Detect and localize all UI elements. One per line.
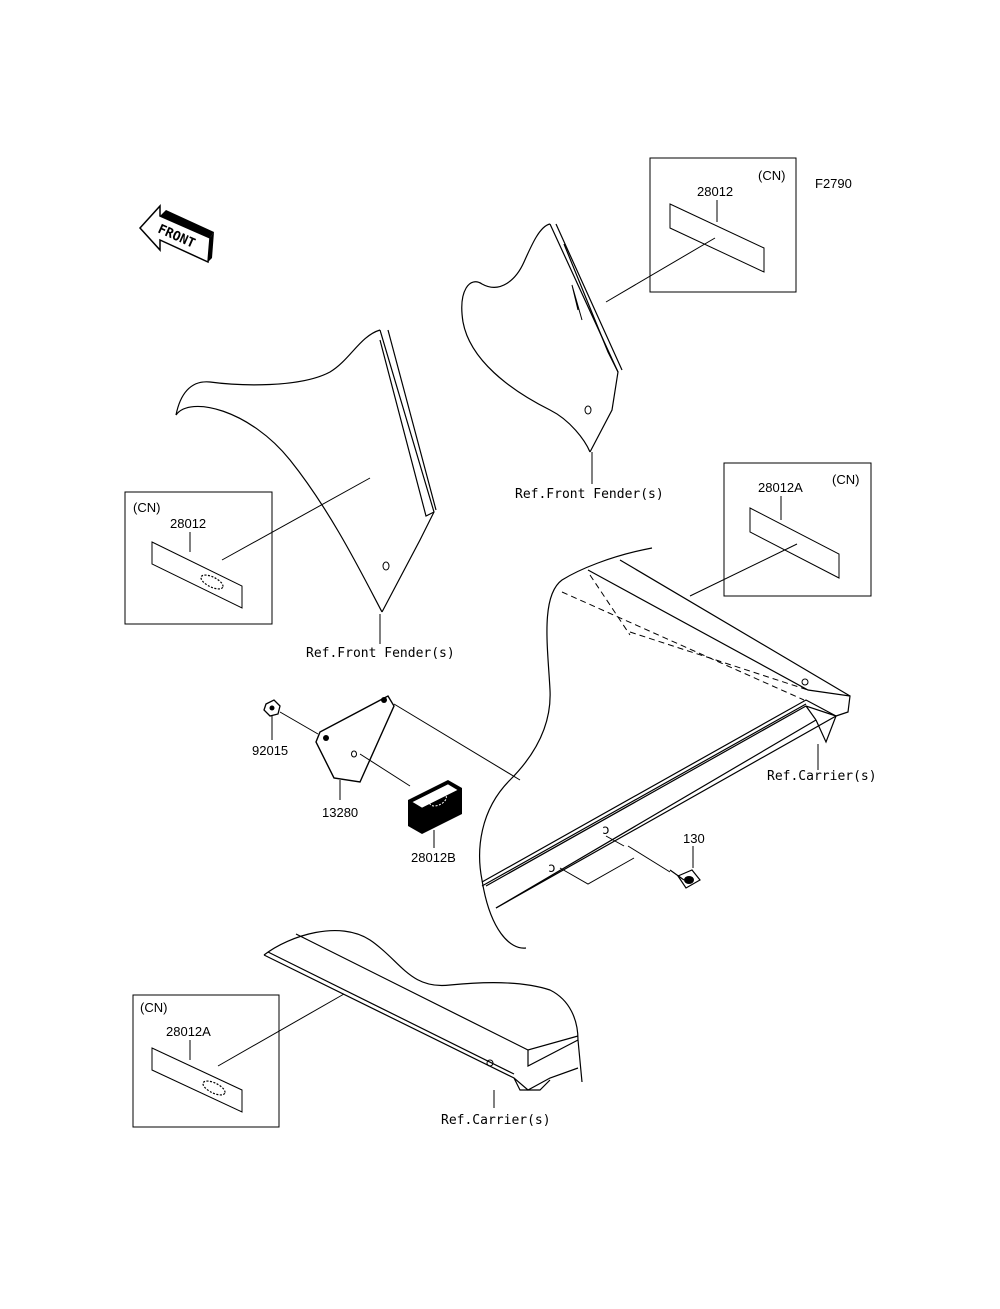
- bolt-130: 130: [669, 831, 705, 889]
- inset-right-part: 28012A: [758, 480, 803, 495]
- part-13280: 13280: [322, 805, 358, 820]
- inset-top-right: (CN) 28012: [605, 157, 797, 303]
- ref-carrier-bottom: Ref.Carrier(s): [441, 1113, 551, 1128]
- inset-left: (CN) 28012: [124, 491, 273, 625]
- front-fender-upper: Ref.Front Fender(s): [461, 223, 664, 502]
- part-130: 130: [683, 831, 705, 846]
- bracket-13280: [315, 695, 395, 783]
- inset-left-part: 28012: [170, 516, 206, 531]
- inset-top-right-part: 28012: [697, 184, 733, 199]
- inset-top-right-region: (CN): [758, 168, 785, 183]
- figure-code: F2790: [815, 176, 852, 191]
- ref-carrier-right: Ref.Carrier(s): [767, 769, 877, 784]
- decal-logo-icon: [200, 574, 224, 590]
- ref-front-fender-left: Ref.Front Fender(s): [306, 646, 455, 661]
- decal-28012A-bottom: [151, 1047, 243, 1113]
- part-28012B: 28012B: [411, 850, 456, 865]
- carrier-main: Ref.Carrier(s) ɔ ɔ: [479, 547, 877, 949]
- inset-bottom-left-region: (CN): [140, 1000, 167, 1015]
- plate-28012B: [408, 780, 462, 848]
- front-fender-left: Ref.Front Fender(s): [175, 329, 455, 661]
- svg-text:ɔ: ɔ: [548, 861, 556, 876]
- decal-28012A-right: [749, 507, 840, 579]
- inset-right: (CN) 28012A: [689, 462, 872, 597]
- svg-text:ɔ: ɔ: [602, 823, 610, 838]
- front-arrow-icon: FRONT: [138, 204, 214, 264]
- decal-28012-top: [669, 203, 765, 273]
- carrier-lower: Ref.Carrier(s): [217, 929, 583, 1128]
- bracket-assembly: 13280 92015 28012B: [252, 695, 521, 865]
- decal-logo-icon: [202, 1080, 226, 1096]
- part-92015: 92015: [252, 743, 288, 758]
- inset-left-region: (CN): [133, 500, 160, 515]
- decal-28012-left: [151, 541, 243, 609]
- inset-bottom-left-part: 28012A: [166, 1024, 211, 1039]
- inset-bottom-left: (CN) 28012A: [132, 994, 280, 1128]
- ref-front-fender-upper: Ref.Front Fender(s): [515, 487, 664, 502]
- inset-right-region: (CN): [832, 472, 859, 487]
